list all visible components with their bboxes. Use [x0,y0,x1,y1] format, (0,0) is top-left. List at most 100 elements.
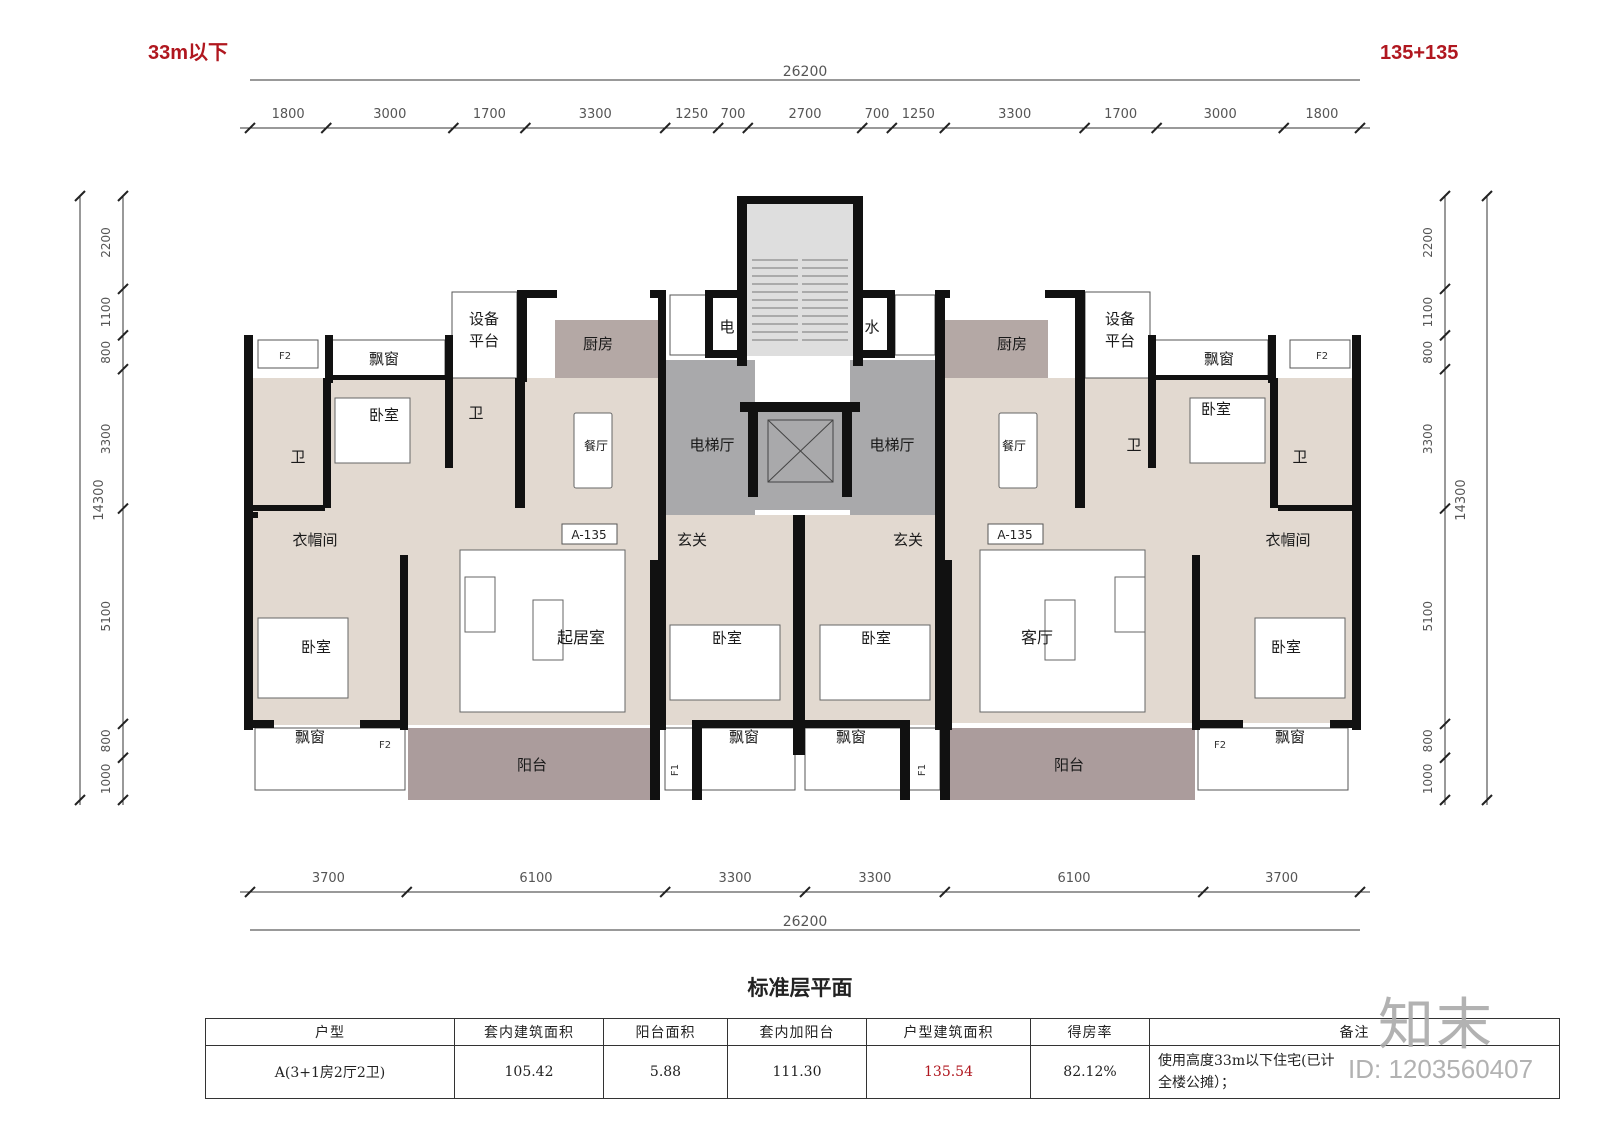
height-note: 33m以下 [148,42,229,64]
right-dimension-label: 3300 [1421,424,1435,455]
living-left-label: 起居室 [557,628,605,647]
left-total-tick [74,190,86,202]
top-dimension-tick [1150,122,1163,134]
right-total-dimension: 14300 [1454,479,1469,520]
left-dimension-label: 800 [99,729,113,752]
top-dimension-label: 1700 [473,107,506,122]
remarks-line-1: 使用高度33m以下住宅(已计 [1158,1053,1335,1069]
kitchen-left-fill [555,320,660,378]
elevator-hall-right-fill [850,360,940,515]
left-dimension-tick [117,502,129,515]
bedroom-tr-label: 卧室 [1201,400,1231,418]
bottom-dimension-tick [939,886,951,898]
bedroom-bl-label: 卧室 [301,638,331,656]
drawing-caption: 标准层平面 [747,976,853,1000]
top-dimension-label: 3000 [373,107,406,122]
top-dimension-lines [240,79,1370,129]
bottom-total-dimension: 26200 [783,914,828,930]
balcony-right-fill [943,728,1195,800]
bottom-dimension-tick [659,886,671,898]
elevator-car [767,419,834,483]
side-dimension-ticks [74,190,1493,806]
svg-text:A-135: A-135 [997,528,1032,542]
bottom-dimension-tick [401,886,413,898]
bottom-dimension-label: 3700 [1265,871,1298,886]
walls [244,196,1361,800]
dining-right-label: 餐厅 [1002,438,1026,453]
bottom-dimension-label: 6100 [1057,871,1090,886]
bottom-dimension-label: 3700 [312,871,345,886]
top-dimension-tick [1278,122,1290,134]
cell-balcony-area: 5.88 [603,1045,728,1099]
dining-left-label: 餐厅 [584,438,608,453]
elevator-hall-right-label: 电梯厅 [869,436,914,454]
ac-label-f1-r: F1 [917,764,928,776]
right-dimension-tick [1439,718,1451,730]
bay-window-bm2-label: 飘窗 [836,728,866,746]
balcony-right-label: 阳台 [1054,756,1084,774]
equipment-platform-right-l1: 设备 [1105,310,1135,328]
left-total-tick [74,794,86,806]
svg-text:A-135: A-135 [571,528,606,542]
top-dimension-tick [939,122,951,134]
top-dimension-label: 3000 [1204,107,1237,122]
bottom-dimension-label: 3300 [719,871,752,886]
equipment-platform-left-l2: 平台 [469,332,499,350]
kitchen-right-fill [943,320,1048,378]
left-dimension-tick [117,718,129,730]
water-room-label: 水 [864,318,879,336]
side-dimension-lines [79,195,1488,805]
bay-window-bm1-label: 飘窗 [729,728,759,746]
bedroom-tl-label: 卧室 [369,406,399,424]
right-dimension-label: 2200 [1421,227,1435,258]
kitchen-left-label: 厨房 [583,335,613,353]
cloakroom-left-label: 衣帽间 [292,531,337,549]
cell-unit-type: A(3+1房2厅2卫) [205,1045,455,1099]
elevator-hall-left-label: 电梯厅 [689,436,734,454]
unit-tag-right: A-135 [987,523,1044,545]
top-dimension-tick [856,122,868,134]
right-dimension-tick [1439,283,1451,295]
living-right-label: 客厅 [1021,628,1053,647]
unit-tag-left: A-135 [561,523,618,545]
bath-r2-label: 卫 [1292,448,1307,466]
right-dimension-tick [1439,794,1451,806]
balcony-left-label: 阳台 [517,756,547,774]
bedroom-bm2-label: 卧室 [861,629,891,647]
left-dimension-tick [117,794,129,806]
top-dimension-label: 1800 [272,107,305,122]
thin-outlines [254,291,1351,791]
bath-r1-label: 卫 [1126,436,1141,454]
bottom-dimension-tick [1354,886,1366,898]
bay-window-br-label: 飘窗 [1275,728,1305,746]
top-dimension-tick [1078,122,1091,134]
top-dimension-label: 3300 [579,107,612,122]
bottom-dimension-tick [1197,886,1209,898]
equipment-platform-right-l2: 平台 [1105,332,1135,350]
left-dimension-label: 2200 [99,227,113,258]
left-dimension-label: 3300 [99,424,113,455]
ac-label-f2-br: F2 [1214,740,1226,751]
cell-gross-area: 135.54 [866,1045,1031,1099]
top-dimension-tick [742,122,754,134]
top-dimension-label: 1700 [1104,107,1137,122]
left-dimension-label: 1000 [99,764,113,795]
top-dimension-label: 2700 [788,107,821,122]
foyer-left-label: 玄关 [677,531,707,549]
right-dimension-label: 1100 [1421,297,1435,328]
top-dimension-label: 1800 [1305,107,1338,122]
top-dimension-tick [447,122,460,134]
cell-efficiency: 82.12% [1030,1045,1150,1099]
bottom-dimension-tick [799,886,811,898]
room-labels: 设备 平台 设备 平台 厨房 厨房 飘窗 飘窗 飘窗 飘窗 飘窗 飘窗 卧室 卧… [290,310,1310,774]
ac-label-f2-tl: F2 [279,351,291,362]
top-dimension-label: 1250 [675,107,708,122]
kitchen-right-label: 厨房 [997,335,1027,353]
right-dimension-label: 800 [1421,341,1435,364]
left-total-dimension: 14300 [92,479,107,520]
left-dimension-label: 800 [99,341,113,364]
bedroom-br-label: 卧室 [1271,638,1301,656]
left-dimension-label: 1100 [99,297,113,328]
remarks-line-2: 全楼公摊）； [1158,1075,1235,1091]
